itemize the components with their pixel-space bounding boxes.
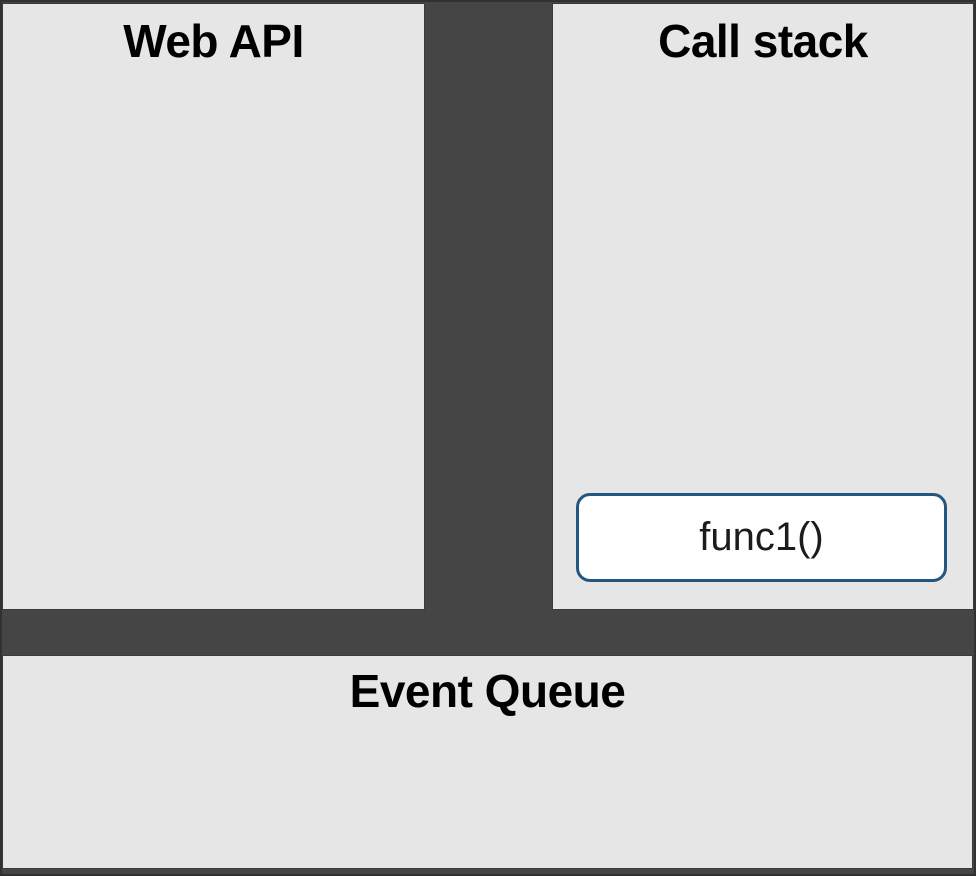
call-stack-panel: Call stack func1() — [552, 3, 974, 610]
call-stack-panel-title: Call stack — [658, 15, 868, 67]
event-queue-panel: Event Queue — [2, 655, 973, 869]
call-stack-frame-label: func1() — [699, 515, 824, 559]
web-api-panel: Web API — [2, 3, 425, 610]
call-stack-frame-func1: func1() — [576, 493, 947, 582]
web-api-panel-title: Web API — [123, 15, 304, 67]
event-queue-panel-title: Event Queue — [349, 665, 626, 717]
